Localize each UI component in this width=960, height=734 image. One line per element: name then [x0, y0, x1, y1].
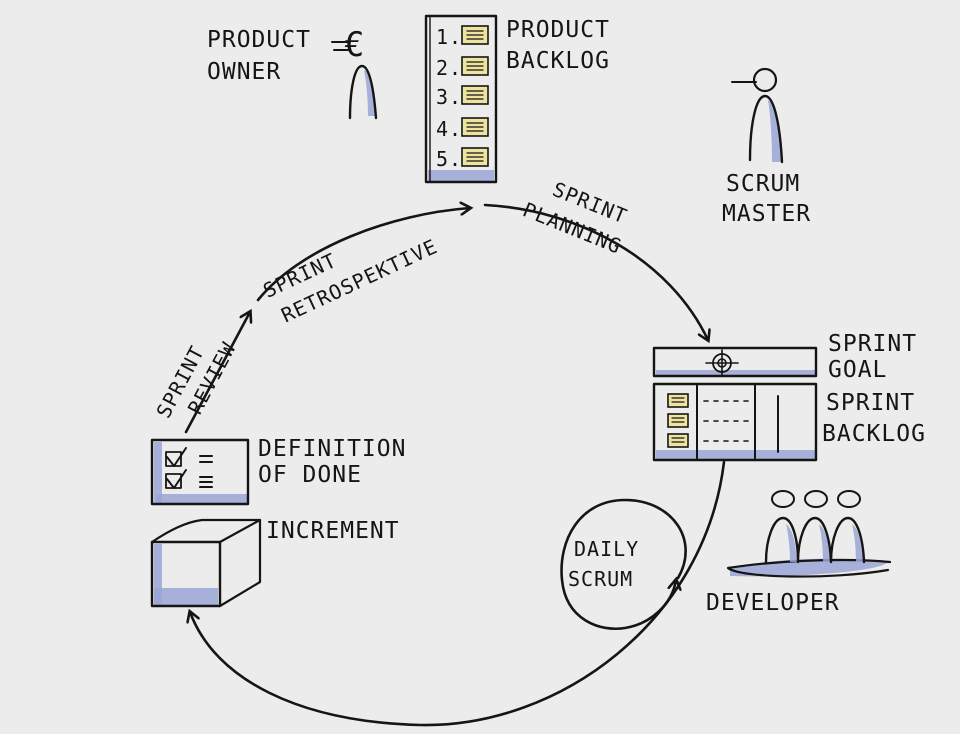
- backlog-item: 2.: [436, 56, 489, 80]
- definition-of-done-label-line2: OF DONE: [258, 462, 362, 488]
- backlog-item: 4.: [436, 117, 489, 141]
- sprint-goal-box: [652, 346, 818, 378]
- daily-scrum-label-line2: SCRUM: [568, 567, 633, 591]
- checkbox-checked-icon: [165, 469, 213, 489]
- sprint-goal-label-line2: GOAL: [828, 357, 887, 383]
- product-backlog: 1. 2. 3. 4. 5.: [424, 14, 610, 184]
- developer-group-icon: [726, 490, 892, 578]
- backlog-item: 5.: [436, 147, 489, 171]
- product-backlog-label-line2: BACKLOG: [506, 48, 610, 74]
- daily-scrum: DAILY SCRUM: [560, 498, 687, 630]
- scrum-master-figure-icon: [731, 67, 784, 164]
- product-backlog-shade: [428, 170, 494, 182]
- product-backlog-column: [424, 14, 498, 184]
- definition-of-done-board: [150, 438, 250, 506]
- product-owner: PRODUCT OWNER €: [207, 25, 378, 120]
- backlog-item-number: 1.: [436, 25, 462, 49]
- sprint-review-arrow: [184, 312, 250, 434]
- increment-label: INCREMENT: [266, 518, 400, 544]
- backlog-item-number: 5.: [436, 147, 462, 171]
- product-owner-figure-icon: [348, 64, 378, 120]
- scrum-master-label-line2: MASTER: [722, 201, 811, 227]
- sprint-planning-arrow: [483, 203, 708, 340]
- product-owner-label-line2: OWNER: [207, 59, 281, 85]
- daily-scrum-label-line1: DAILY: [574, 537, 639, 561]
- definition-of-done: DEFINITION OF DONE: [150, 436, 406, 506]
- backlog-item: 1.: [436, 25, 489, 49]
- checkbox-checked-icon: [165, 447, 213, 467]
- sticky-note-icon: [667, 433, 689, 448]
- euro-icon: €: [331, 25, 365, 65]
- sticky-note-icon: [667, 393, 689, 408]
- sticky-note-icon: [667, 413, 689, 428]
- product-owner-label-line1: PRODUCT: [207, 27, 311, 53]
- backlog-item-list: 1. 2. 3. 4. 5.: [436, 25, 489, 171]
- sprint-goal-label-line1: SPRINT: [828, 331, 917, 357]
- backlog-item: 3.: [436, 85, 489, 109]
- cube-icon: [150, 518, 262, 608]
- sprint-planning: SPRINT PLANNING: [519, 177, 630, 259]
- scrum-master-label-line1: SCRUM: [726, 171, 800, 197]
- backlog-item-number: 4.: [436, 117, 462, 141]
- backlog-item-number: 3.: [436, 85, 462, 109]
- sprint-retrospective: SPRINT RETROSPEKTIVE: [259, 234, 441, 327]
- definition-of-done-label-line1: DEFINITION: [258, 436, 406, 462]
- daily-scrum-loop-arrow: [560, 498, 687, 630]
- target-icon: [705, 349, 739, 377]
- sprint-backlog-label-line2: BACKLOG: [822, 421, 926, 447]
- developer-label: DEVELOPER: [706, 590, 840, 616]
- increment: INCREMENT: [150, 518, 400, 608]
- backlog-item-number: 2.: [436, 56, 462, 80]
- sprint-goal: SPRINT GOAL: [652, 331, 917, 383]
- sprint-backlog-label-line1: SPRINT: [826, 390, 915, 416]
- product-backlog-label-line1: PRODUCT: [506, 17, 610, 43]
- developer-team: DEVELOPER: [706, 490, 892, 616]
- sprint-backlog-board: [652, 382, 818, 462]
- sprint-backlog: SPRINT BACKLOG: [652, 382, 926, 462]
- scrum-master: SCRUM MASTER: [722, 67, 811, 227]
- sprint-retrospective-arrow: [256, 208, 470, 302]
- euro-symbol: €: [344, 25, 365, 65]
- sprint-review: SPRINT REVIEW: [151, 338, 240, 422]
